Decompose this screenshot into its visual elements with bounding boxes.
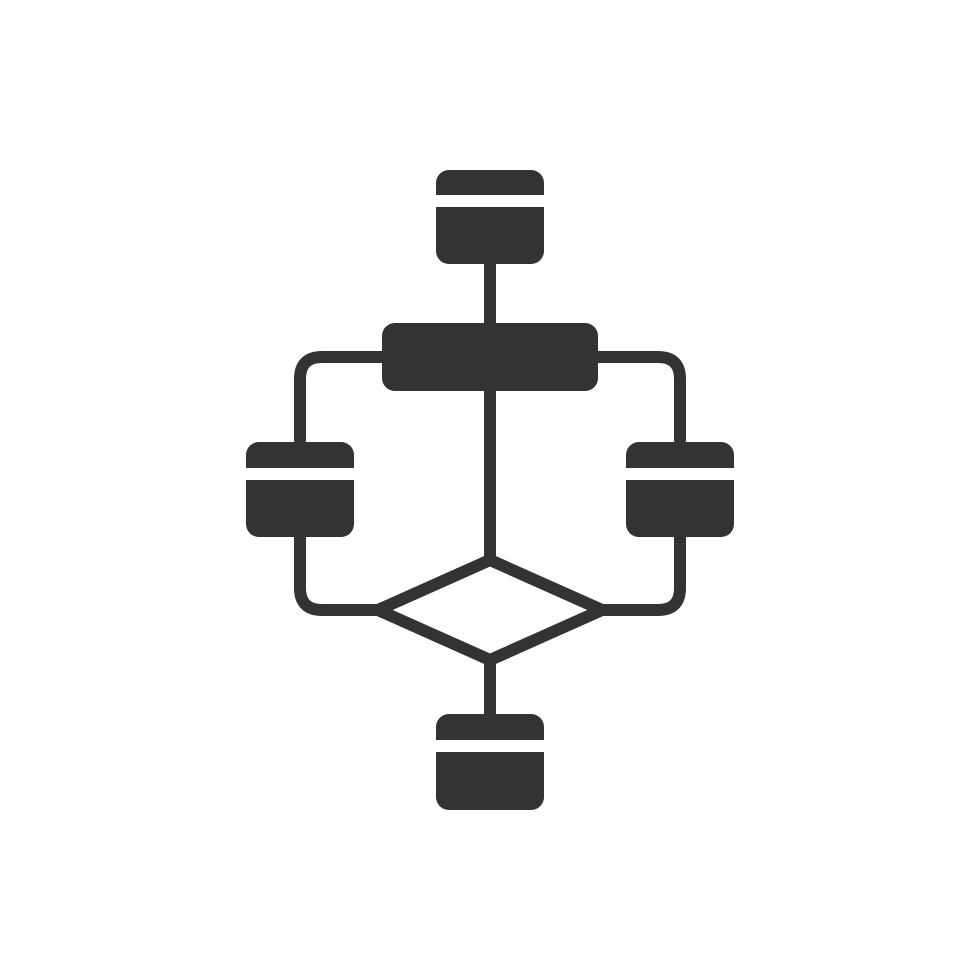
top-box-node [436, 170, 544, 264]
connector-left-box-to-decision [294, 532, 384, 616]
decision-diamond [372, 554, 608, 666]
connector-process-to-right-box [590, 351, 686, 446]
connector-lines [294, 256, 686, 722]
flowchart-nodes [246, 170, 734, 810]
bottom-box-node [436, 714, 544, 810]
right-box-node [626, 442, 734, 537]
connector-right-box-to-decision [596, 532, 686, 616]
connector-process-to-left-box [294, 351, 390, 446]
process-box-node [382, 323, 598, 391]
left-box-node [246, 442, 354, 537]
